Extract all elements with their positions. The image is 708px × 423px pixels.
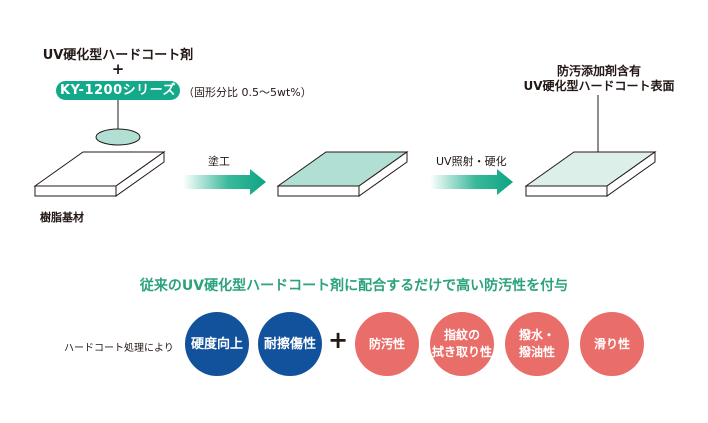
- right-label-line2: UV硬化型ハードコート表面: [523, 79, 675, 93]
- feature-water-oil-repellency-line1: 撥水・: [518, 328, 555, 342]
- substrate-label: 樹脂基材: [40, 211, 84, 224]
- headline: 従来のUV硬化型ハードコート剤に配合するだけで高い防汚性を付与: [139, 278, 569, 294]
- plus-sign-top: +: [111, 60, 125, 78]
- uv-curing-arrow: [430, 169, 513, 195]
- step-uv-curing-label: UV照射・硬化: [436, 155, 507, 168]
- feature-fingerprint-wipe-line1: 指紋の: [443, 328, 480, 342]
- coating-name: UV硬化型ハードコート剤: [42, 48, 194, 63]
- feature-water-oil-repellency: 撥水・ 撥油性: [505, 312, 569, 376]
- plus-sign-bottom: +: [327, 326, 349, 354]
- right-label-line1: 防汚添加剤含有: [556, 64, 641, 78]
- feature-slipperiness: 滑り性: [580, 312, 644, 376]
- cured-slab: [524, 151, 657, 197]
- by-hardcoat-label: ハードコート処理により: [64, 343, 174, 354]
- feature-antifouling: 防汚性: [355, 312, 419, 376]
- product-series-pill: KY-1200シリーズ: [56, 81, 180, 100]
- feature-water-oil-repellency-line2: 撥油性: [518, 345, 555, 359]
- feature-slipperiness-line1: 滑り性: [593, 336, 630, 351]
- resin-substrate-slab: [33, 151, 166, 197]
- feature-scratch-resistance-label: 耐擦傷性: [263, 336, 316, 352]
- feature-antifouling-line1: 防汚性: [368, 336, 405, 351]
- feature-scratch-resistance: 耐擦傷性: [258, 312, 322, 376]
- feature-fingerprint-wipe: 指紋の 拭き取り性: [430, 312, 494, 376]
- step-coating-label: 塗工: [208, 155, 230, 168]
- solid-ratio-note: （固形分比 0.5〜5wt%）: [183, 86, 312, 99]
- coating-droplet: [95, 128, 141, 146]
- feature-hardness-label: 硬度向上: [190, 336, 243, 352]
- feature-fingerprint-wipe-line2: 拭き取り性: [431, 345, 492, 359]
- feature-hardness: 硬度向上: [185, 312, 249, 376]
- coating-arrow: [183, 169, 266, 195]
- coated-slab: [276, 151, 409, 197]
